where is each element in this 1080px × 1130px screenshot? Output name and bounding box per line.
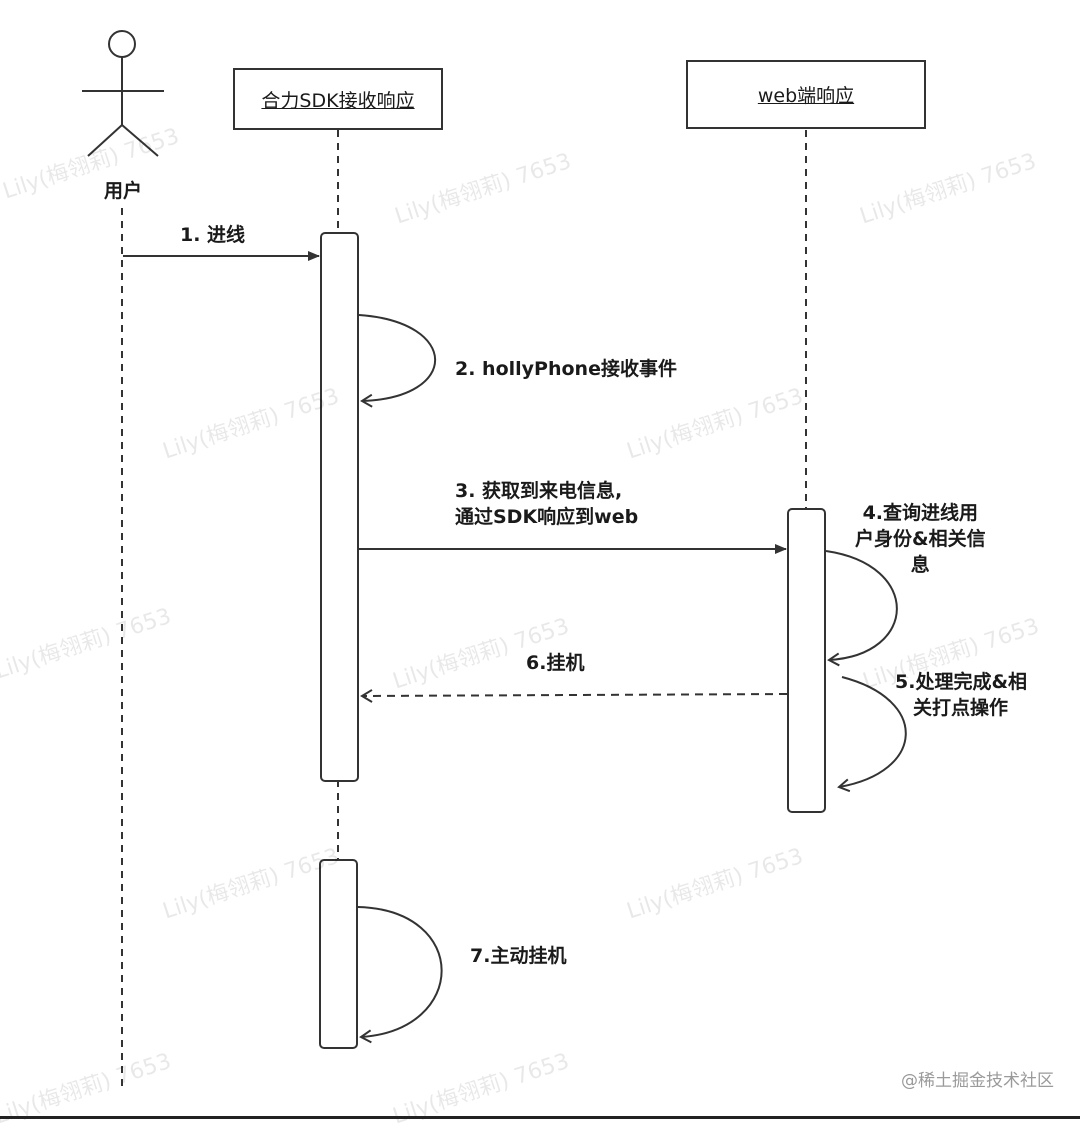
message-label-3: 3. 获取到来电信息, 通过SDK响应到web xyxy=(455,480,639,528)
participant-sdk-label: 合力SDK接收响应 xyxy=(261,89,415,112)
participant-sdk: 合力SDK接收响应 xyxy=(233,68,443,130)
user-actor-figure xyxy=(82,30,164,157)
message-label-5: 5.处理完成&相 关打点操作 xyxy=(895,671,1028,719)
message-label-2: 2. hollyPhone接收事件 xyxy=(455,358,677,380)
attribution-text: @稀土掘金技术社区 xyxy=(901,1071,1054,1091)
message-label-7: 7.主动挂机 xyxy=(470,945,567,967)
self-arrow-2 xyxy=(358,314,436,408)
web-activation-bar xyxy=(787,508,826,813)
participant-web: web端响应 xyxy=(686,60,926,129)
message-arrow-6-dashed xyxy=(360,689,788,703)
self-arrow-5 xyxy=(837,676,907,793)
self-arrow-4 xyxy=(825,550,898,667)
sdk-activation-bar-hangup xyxy=(319,859,358,1049)
self-arrow-7 xyxy=(357,906,443,1044)
message-label-1: 1. 进线 xyxy=(180,224,246,246)
participant-web-label: web端响应 xyxy=(757,85,855,107)
sdk-activation-bar xyxy=(320,232,359,782)
bottom-border xyxy=(0,1116,1080,1119)
message-label-4: 4.查询进线用 户身份&相关信 息 xyxy=(855,502,986,576)
user-actor-label: 用户 xyxy=(104,180,143,202)
message-label-6: 6.挂机 xyxy=(526,652,585,674)
